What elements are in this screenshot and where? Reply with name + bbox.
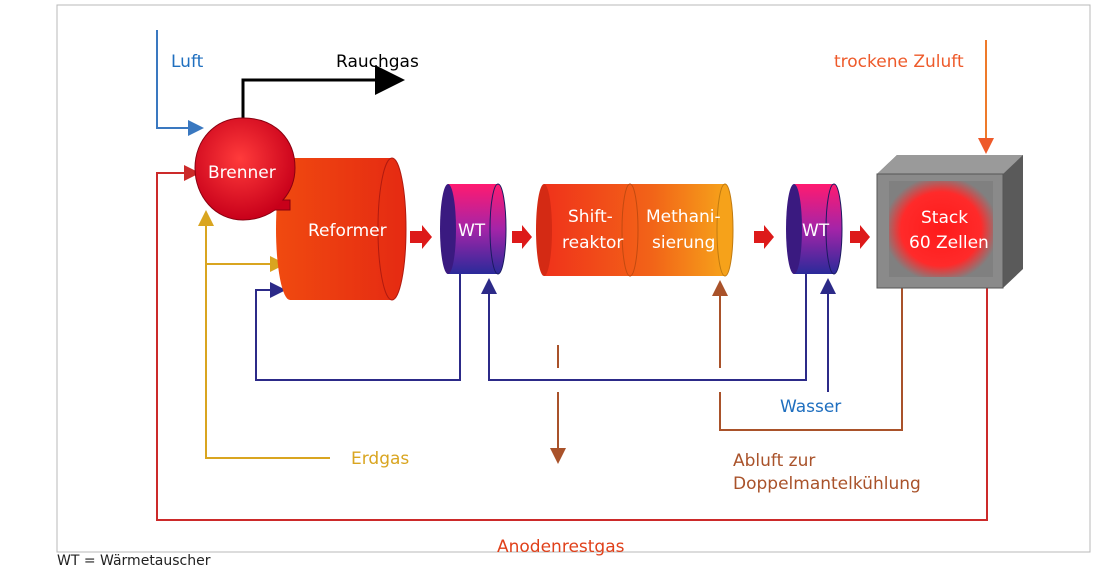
erdgas-line bbox=[198, 210, 330, 459]
wt1-label: WT bbox=[458, 221, 486, 241]
rauchgas-line bbox=[241, 65, 405, 118]
reformer-label: Reformer bbox=[308, 221, 387, 241]
shift-meth-unit: Shift- reaktor Methani- sierung bbox=[536, 183, 734, 277]
shift-label-2: reaktor bbox=[562, 233, 623, 253]
abluft-line bbox=[719, 278, 903, 431]
rauchgas-label: Rauchgas bbox=[336, 52, 419, 72]
zuluft-label: trockene Zuluft bbox=[834, 52, 964, 72]
abluft-label-1: Abluft zur bbox=[733, 451, 815, 471]
reformer-unit: Reformer bbox=[276, 157, 407, 301]
wasser-label: Wasser bbox=[780, 397, 841, 417]
anodenrestgas-line bbox=[156, 165, 988, 521]
brenner-unit: Brenner bbox=[194, 117, 296, 221]
meth-label-1: Methani- bbox=[646, 207, 721, 227]
meth-label-2: sierung bbox=[652, 233, 715, 253]
brenner-label: Brenner bbox=[208, 163, 276, 183]
abluft-label-2: Doppelmantelkühlung bbox=[733, 474, 921, 494]
water-loop-2 bbox=[481, 272, 807, 381]
erdgas-label: Erdgas bbox=[351, 449, 409, 469]
stack-unit: Stack 60 Zellen bbox=[876, 155, 1023, 289]
anodenrestgas-label: Anodenrestgas bbox=[497, 537, 625, 557]
arrow-wt2-stack bbox=[850, 225, 870, 249]
footnote: WT = Wärmetauscher bbox=[57, 553, 211, 569]
arrow-wt1-shift bbox=[512, 225, 532, 249]
arrow-reformer-wt1 bbox=[410, 225, 432, 249]
wt2-label: WT bbox=[802, 221, 830, 241]
process-arrows bbox=[410, 225, 870, 249]
shift-label-1: Shift- bbox=[568, 207, 613, 227]
wt2-unit: WT bbox=[786, 183, 843, 275]
luft-label: Luft bbox=[171, 52, 204, 72]
luft-line bbox=[156, 30, 204, 136]
stack-label-2: 60 Zellen bbox=[909, 233, 989, 253]
water-loop-1 bbox=[255, 272, 461, 381]
arrow-meth-wt2 bbox=[754, 225, 774, 249]
wt1-unit: WT bbox=[440, 183, 507, 275]
figure-border bbox=[56, 4, 1091, 553]
stack-label-1: Stack bbox=[921, 208, 968, 228]
